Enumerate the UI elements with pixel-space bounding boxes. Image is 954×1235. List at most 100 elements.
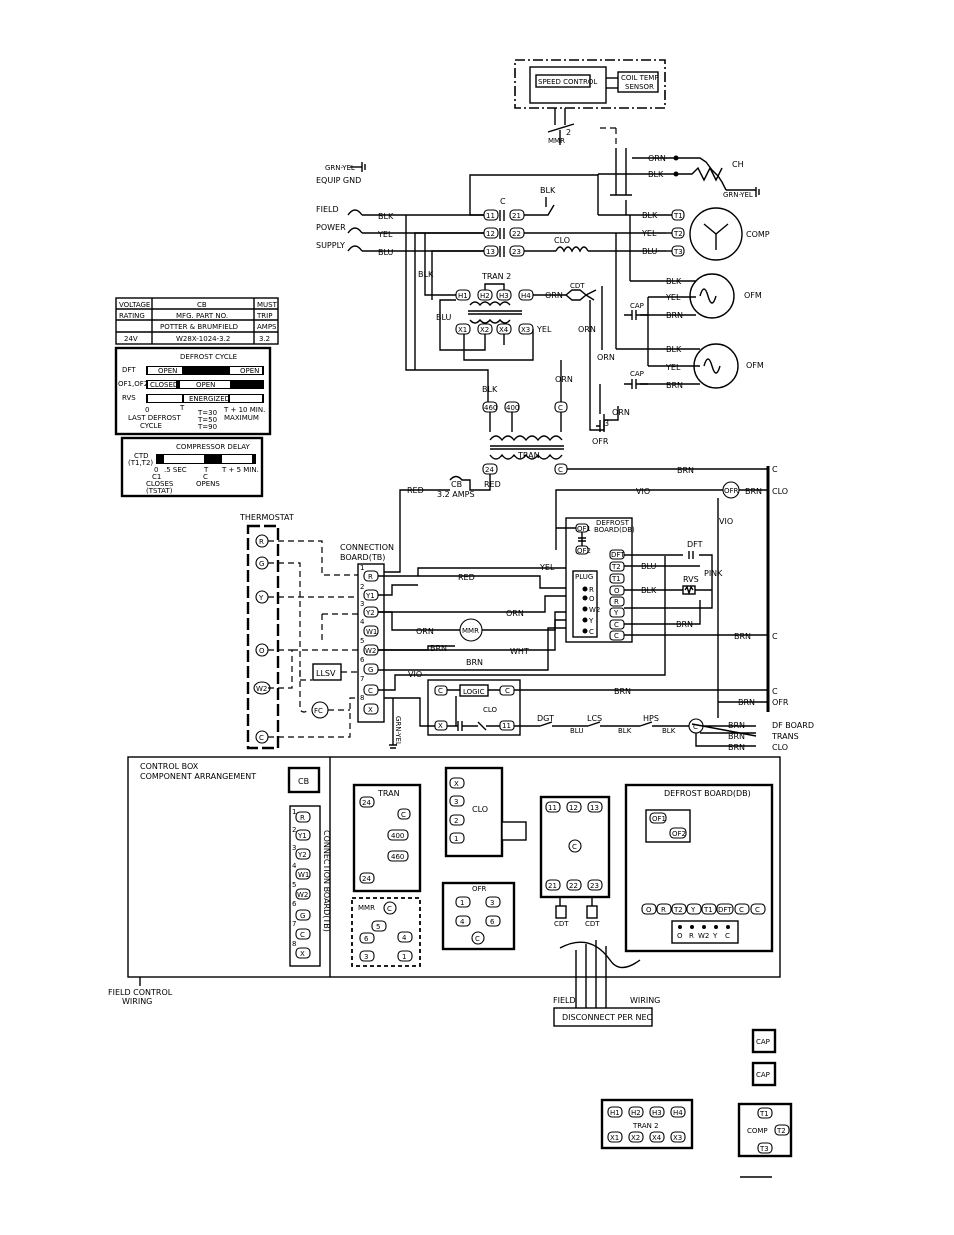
comp-terminal-t1: T1 [673,212,683,220]
svg-text:O: O [259,647,265,655]
svg-text:W1: W1 [366,628,377,636]
svg-text:R: R [614,598,619,606]
wire-brn-w2: BRN [430,644,447,653]
svg-text:6: 6 [490,918,495,926]
svg-text:W1: W1 [298,871,309,879]
comp-delay-tick-t5: T + 5 MIN. [221,466,259,474]
wire-pink: PINK [704,569,723,578]
cb-table-r3c2: 3.2 [259,335,270,343]
svg-text:6: 6 [364,935,369,943]
cb-mmr-title: MMR [358,904,375,912]
contactor-terminal-21: 21 [512,212,521,220]
bus-label-c3: C [772,687,778,696]
wire-brn-clo: BRN [728,743,745,752]
cb-table-r1c1: MFG. PART NO. [176,312,228,320]
thermostat-terminal-r: R [255,534,269,548]
comp-terminal-t3: T3 [673,248,683,256]
svg-text:11: 11 [548,804,557,812]
defrost-note-last: LAST DEFROST [128,414,181,422]
comp-terminal-t2: T2 [673,230,683,238]
svg-text:8: 8 [292,940,296,948]
comp-delay-tick-0: 0 [154,466,158,474]
wire-orn-tran: ORN [555,375,573,384]
svg-text:C: C [387,905,392,913]
bus-label-trans: TRANS [771,732,799,741]
defrost-note-t50: T=50 [197,416,217,424]
comp-delay-note-tstat: (TSTAT) [146,487,173,495]
control-box: CONTROL BOX COMPONENT ARRANGEMENT CB CON… [127,756,781,1008]
contactor-terminal-11: 11 [486,212,495,220]
coil-temp-sensor-label-2: SENSOR [625,83,654,91]
field-label: FIELD [316,205,339,214]
defrost-row-rvs-label: RVS [122,394,136,402]
wire-blu-db: BLU [641,562,657,571]
comp-delay-note-opens: OPENS [196,480,220,488]
wire-orn-mmr: ORN [416,627,434,636]
svg-text:Y1: Y1 [297,832,307,840]
svg-text:OF1: OF1 [652,815,666,823]
tran2-h2: H2 [480,292,490,300]
clo-label-top: CLO [554,236,570,245]
svg-text:W2: W2 [589,606,600,614]
svg-text:R: R [259,538,264,546]
bus-label-c1: C [772,465,778,474]
field-power-supply: FIELD POWER SUPPLY BLK YEL BLU [316,205,484,257]
svg-text:H2: H2 [631,1109,641,1117]
coil-temp-sensor-label-1: COIL TEMP [621,74,659,82]
svg-text:OF2: OF2 [672,830,686,838]
svg-text:1: 1 [402,953,406,961]
svg-text:O: O [614,587,620,595]
supply-label: SUPPLY [316,241,345,250]
svg-text:1: 1 [292,808,296,816]
comp-delay-label-ctd: CTD [134,452,149,460]
comp-delay-tick-t: T [203,466,209,474]
svg-text:O: O [677,932,683,940]
defrost-rvs-energized: ENERGIZED [189,395,230,403]
disconnect-label: DISCONNECT PER NEC [562,1013,653,1022]
cb-clo-1: 1 [454,835,458,843]
logic-term-2: C [438,687,443,695]
wire-blk-db: BLK [641,586,657,595]
outdoor-fan-motor-2: OFM BLK YEL BRN CAP [616,343,764,390]
svg-text:Y: Y [712,932,718,940]
defrost-row-dft-label: DFT [122,366,136,374]
cb-box-label: CB [298,777,309,786]
svg-text:X1: X1 [610,1134,619,1142]
cb-ofr-title: OFR [472,885,487,893]
db-of2: OF2 [577,547,591,555]
thermostat-terminal-w2: W2 [253,681,271,695]
wiring-label-bottom: WIRING [630,996,660,1005]
defrost-board: DEFROST BOARD(DB) OF1 OF2 DFT T2 T1 O R … [565,517,635,643]
defrost-note-t30: T=30 [197,409,217,417]
speed-control-unit: SPEED CONTROL COIL TEMP SENSOR MMR 2 [514,59,666,148]
svg-text:O: O [646,906,652,914]
field-control-wiring-label-1: FIELD CONTROL [108,988,173,997]
cb-table-r0c1: CB [197,301,207,309]
tran2-label: TRAN 2 [481,272,511,281]
ofm2-label: OFM [746,361,764,370]
bus-label-clo: CLO [772,487,788,496]
svg-text:R: R [689,932,694,940]
svg-text:7: 7 [360,675,364,683]
wire-blu-comp: BLU [642,247,658,256]
svg-text:G: G [300,912,305,920]
svg-text:C: C [572,843,577,851]
wire-blk-tran2: BLK [418,270,434,279]
wire-yel-supply: YEL [377,230,393,239]
defrost-board-title-2: BOARD(DB) [594,526,635,534]
logic-term-3: 11 [502,722,511,730]
tran2-h3: H3 [499,292,509,300]
cb-db-plug: O R W2 Y C [677,925,730,940]
crankcase-heater: ORN BLK CH GRN-YEL [598,148,760,199]
svg-text:H1: H1 [610,1109,620,1117]
svg-text:Y2: Y2 [365,609,375,617]
wire-blu-supply: BLU [378,248,394,257]
db-right-terminals: DFT T2 T1 O R Y C C [609,549,625,641]
svg-text:G: G [368,666,373,674]
db-c-terminal: C [693,723,698,731]
svg-text:4: 4 [460,918,465,926]
connection-board-title-1: CONNECTION [340,543,394,552]
svg-text:4: 4 [402,934,407,942]
wire-brn-ofr: BRN [745,487,762,496]
legend-components: CAP CAP H1 H2 H3 H4 TRAN 2 X1 X2 X4 X3 T… [600,1028,793,1178]
